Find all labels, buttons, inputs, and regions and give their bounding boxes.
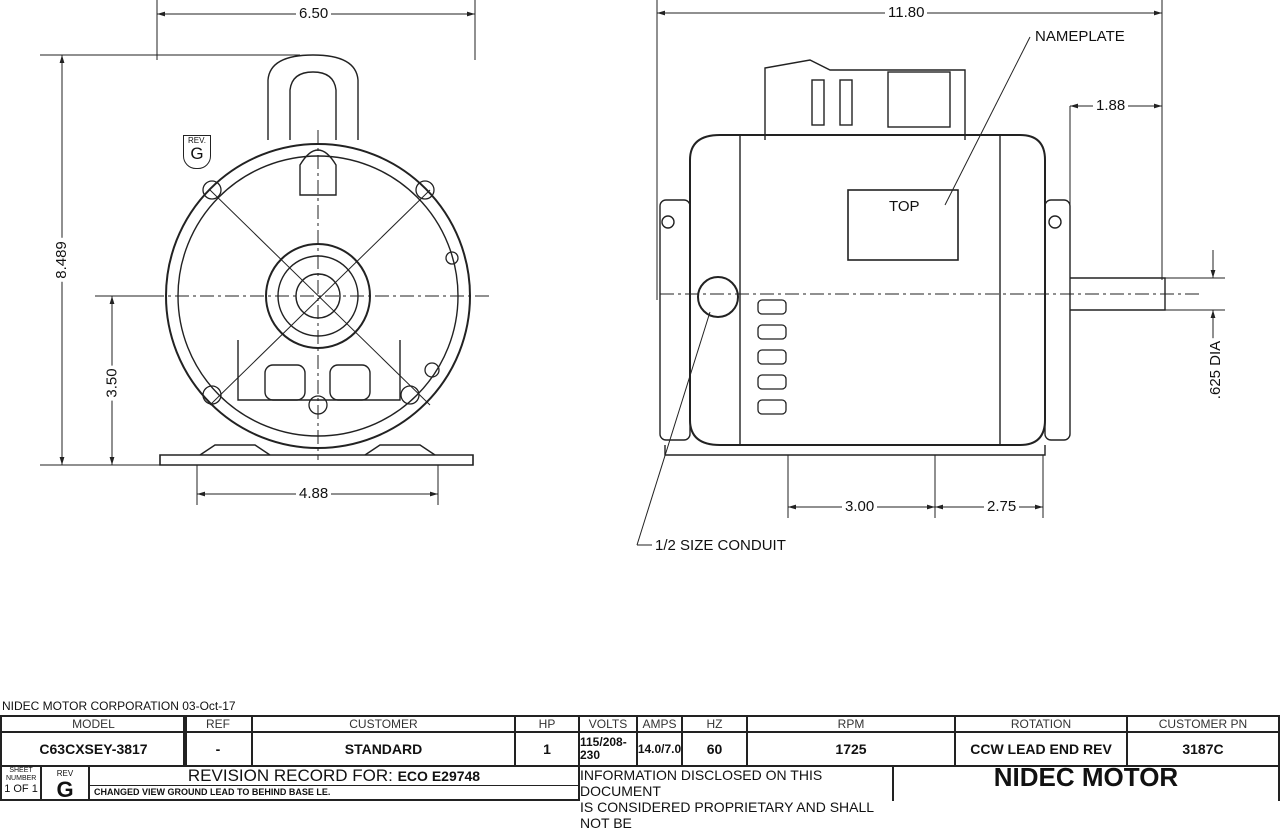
value-volts: 115/208-230 xyxy=(578,731,638,767)
proprietary-notice: INFORMATION DISCLOSED ON THIS DOCUMENT I… xyxy=(578,765,894,831)
rev-tag: REV. G xyxy=(183,135,211,169)
value-amps: 14.0/7.0 xyxy=(636,731,683,767)
value-hz: 60 xyxy=(681,731,748,767)
brand: NIDEC MOTOR xyxy=(892,764,1280,801)
company-date: NIDEC MOTOR CORPORATION 03-Oct-17 xyxy=(2,699,236,713)
revision-record: REVISION RECORD FOR: ECO E29748 CHANGED … xyxy=(88,765,580,801)
conduit-label: 1/2 SIZE CONDUIT xyxy=(652,538,789,554)
dim-mount-spacing: 3.00 xyxy=(842,499,878,515)
dim-mount: 4.88 xyxy=(296,486,332,502)
value-rpm: 1725 xyxy=(746,731,956,767)
dim-height: 8.489 xyxy=(53,238,70,282)
sheet-number: SHEET NUMBER 1 OF 1 xyxy=(0,765,42,801)
dim-shaft-height: 3.50 xyxy=(104,365,121,401)
nameplate-label: NAMEPLATE xyxy=(1032,29,1128,45)
side-view xyxy=(636,0,1225,546)
front-view xyxy=(40,0,490,505)
value-ref: - xyxy=(183,731,253,767)
dim-shaft-length: 1.88 xyxy=(1093,98,1129,114)
nameplate-text: TOP xyxy=(886,199,923,215)
dim-length: 11.80 xyxy=(885,5,928,21)
value-customer: STANDARD xyxy=(251,731,516,767)
value-model: C63CXSEY-3817 xyxy=(0,731,187,767)
motor-drawing xyxy=(40,0,1225,546)
dim-shaft-dia: .625 DIA xyxy=(1207,337,1225,403)
value-hp: 1 xyxy=(514,731,580,767)
dim-width: 6.50 xyxy=(296,6,332,22)
dim-mount-to-end: 2.75 xyxy=(984,499,1020,515)
rev: REV G xyxy=(40,765,90,801)
